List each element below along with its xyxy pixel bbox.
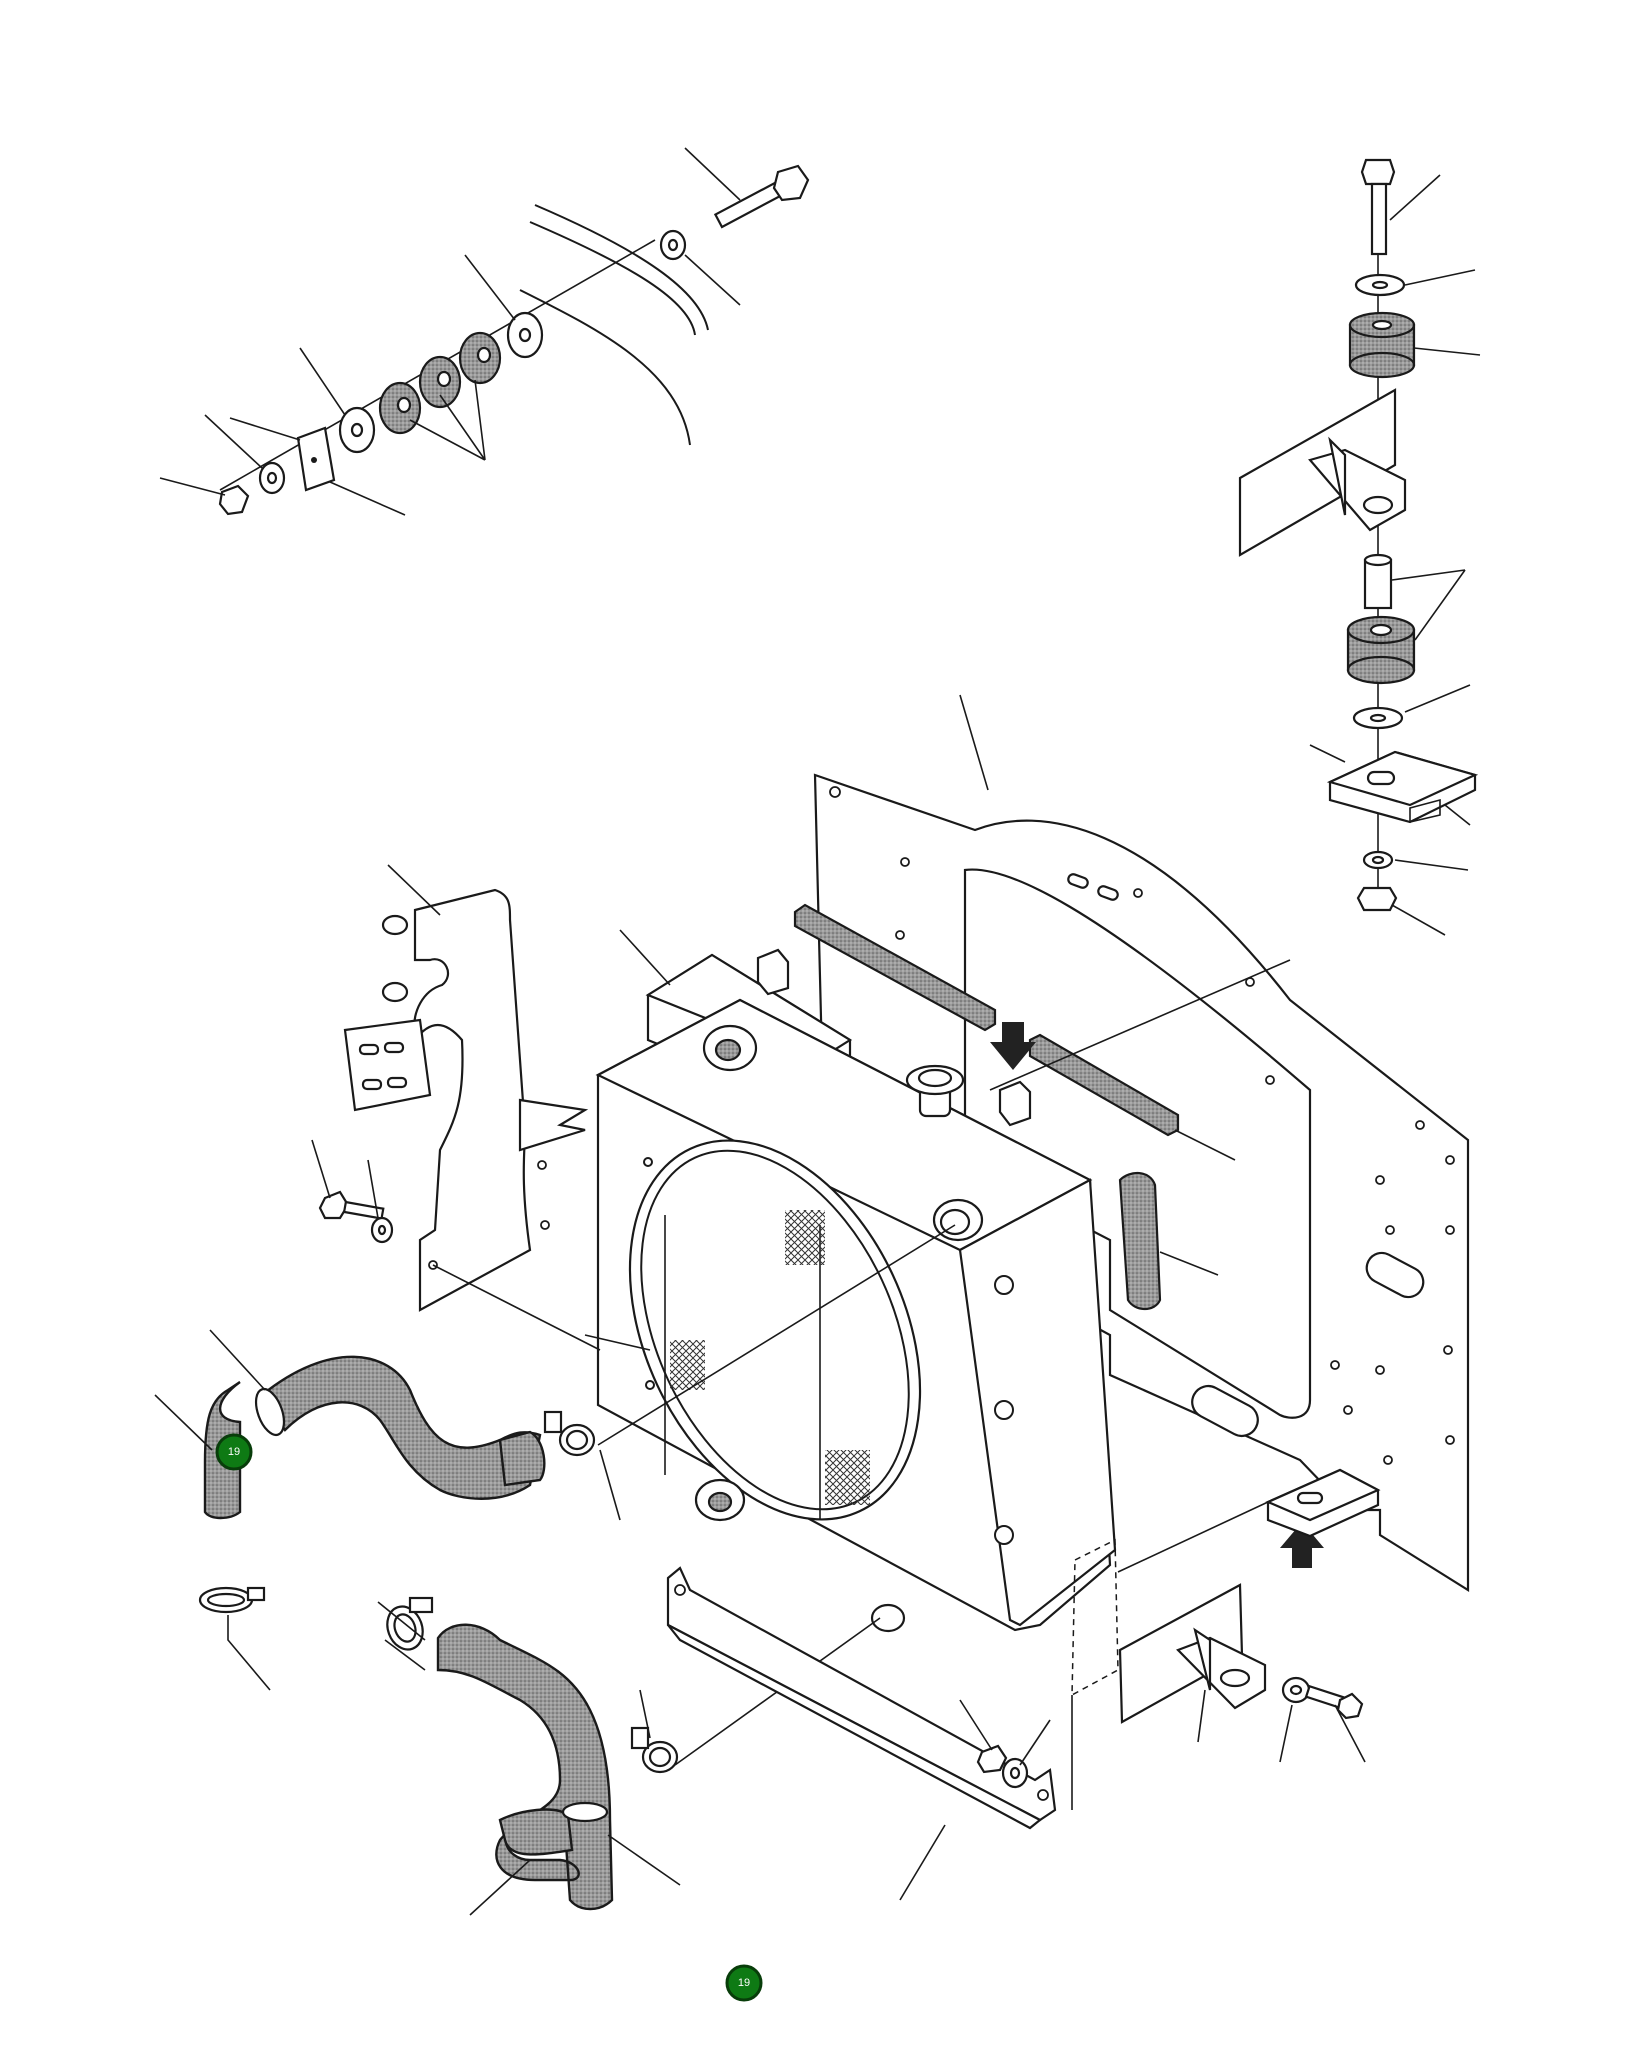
callout-marker-upper-hose[interactable]: 19 (215, 1433, 253, 1471)
hose-clamp (630, 1726, 679, 1774)
bolt (713, 164, 810, 229)
callout-label: 19 (738, 1977, 750, 1989)
upper-radiator-hose (154, 1224, 956, 1691)
shroud-panel (793, 694, 1470, 1592)
radiator-cap (905, 1064, 965, 1118)
hose-clamp (543, 1410, 596, 1457)
arrow-down-icon (990, 1022, 1036, 1070)
fender-mount-assembly (159, 147, 810, 516)
lower-radiator-hose (377, 1596, 881, 1916)
side-bracket (311, 864, 601, 1351)
hose-clamp (198, 1586, 266, 1614)
callout-marker-bottom[interactable]: 19 (725, 1964, 763, 2002)
radiator-assembly (584, 929, 1291, 1633)
callout-label: 19 (228, 1446, 240, 1458)
lower-mount-bracket (1117, 1468, 1381, 1763)
lower-crossmember (666, 1538, 1119, 1901)
nut (218, 484, 250, 516)
vertical-mount-assembly (1238, 158, 1481, 936)
arrow-up-icon (1280, 1522, 1324, 1568)
